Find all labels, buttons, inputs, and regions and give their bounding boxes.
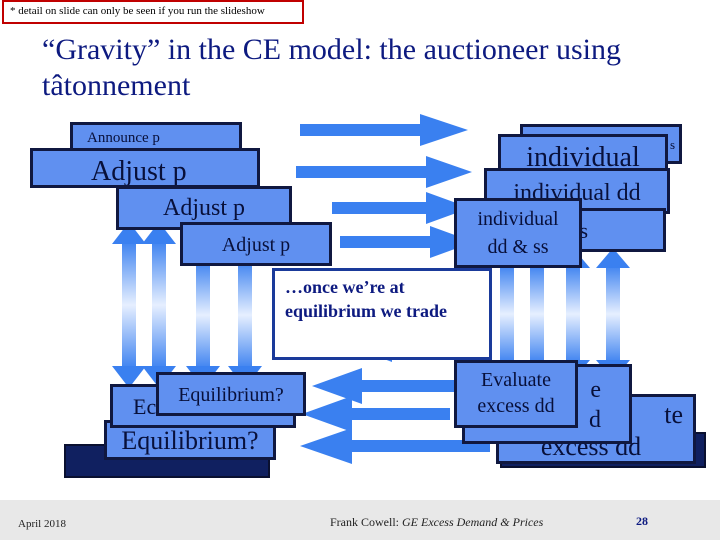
footer-lecture-title: GE Excess Demand & Prices [402,515,544,529]
equilibrium-box-back-2: Equilibrium? [104,420,276,460]
evaluate-excess-dd-box: Evaluate excess dd [454,360,578,428]
slideshow-note: * detail on slide can only be seen if yo… [2,0,304,24]
announce-p-label: Announce p [87,130,160,146]
vertical-arrow-right-4 [596,248,630,380]
adjust-p-label-1: Adjust p [91,156,187,187]
adjust-p-label-3: Adjust p [221,234,291,256]
slide-title: “Gravity” in the CE model: the auctionee… [42,32,682,104]
individual-label-1: individual [526,142,640,173]
equilibrium-box: Equilibrium? [156,372,306,416]
equilibrium-back-label-2: Equilibrium? [121,426,259,455]
page-number: 28 [636,514,648,528]
evaluate-label: Evaluate [481,369,551,391]
right-arrow-top-2 [296,156,472,188]
vertical-arrow-left-1 [112,222,146,388]
equilibrium-label: Equilibrium? [178,384,284,406]
left-arrow-bottom-4 [300,428,490,464]
title-line-2: tâtonnement [42,69,191,102]
evaluate-back-d: d [589,407,601,433]
dd-ss-label: dd & ss [487,236,549,258]
equilibrium-trade-callout: …once we’re at equilibrium we trade [272,268,492,360]
individual-dd-ss-box: individual dd & ss [454,198,582,268]
footer-bar [0,500,720,540]
right-arrow-top-1 [300,114,468,146]
adjust-p-label-2: Adjust p [162,195,245,221]
footer-date: April 2018 [18,518,66,530]
right-arrow-top-3 [332,192,470,224]
evaluate-back-e: e [590,377,601,403]
footer-author: Frank Cowell: [330,515,402,529]
individual-s-label: s [669,137,675,152]
left-arrow-bottom-2 [312,368,456,404]
adjust-p-box-3: Adjust p [180,222,332,266]
vertical-arrow-left-2 [142,222,176,388]
individual-label-2: individual [477,208,559,230]
equilibrium-back-label-1: Ec [133,394,157,419]
left-arrow-bottom-3 [302,396,450,432]
title-line-1: “Gravity” in the CE model: the auctionee… [42,33,621,66]
excess-dd-label: excess dd [477,395,555,417]
footer-credit: Frank Cowell: GE Excess Demand & Prices [330,515,543,530]
right-arrow-top-4 [340,226,474,258]
evaluate-back-te: te [664,400,683,429]
callout-text: …once we’re at equilibrium we trade [285,277,447,321]
adjust-p-box-1: Adjust p [30,148,260,188]
